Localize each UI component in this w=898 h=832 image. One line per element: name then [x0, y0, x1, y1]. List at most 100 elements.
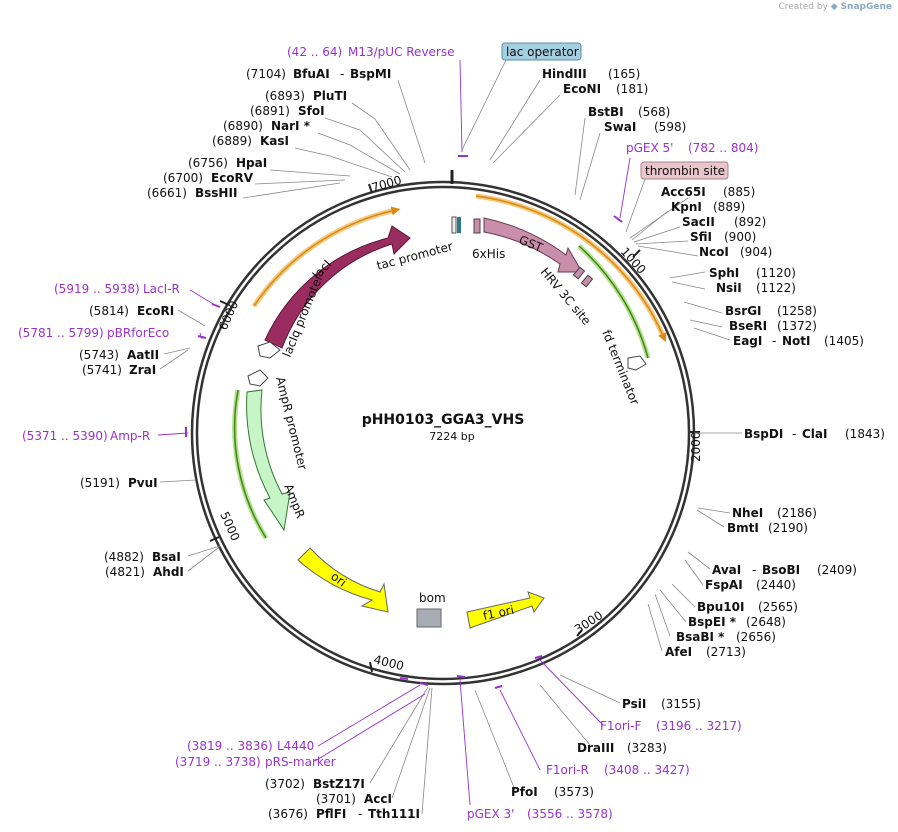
enzyme-pvui-pos: (5191): [80, 476, 120, 490]
primer-pbrfor-range[interactable]: (5781 .. 5799): [18, 326, 104, 340]
enzyme-bspei[interactable]: BspEI *: [688, 615, 737, 629]
enzyme-bsrgi[interactable]: BsrGI: [725, 304, 762, 318]
primer-pgex5-name[interactable]: pGEX 5': [626, 141, 673, 155]
feature-gst[interactable]: [483, 217, 583, 273]
thrombin-site-box[interactable]: [640, 161, 729, 180]
lac-operator-label: lac operator: [506, 45, 579, 59]
lac-operator-box[interactable]: [501, 42, 582, 61]
enzyme-noti[interactable]: NotI: [782, 334, 811, 348]
enzyme-hindiii[interactable]: HindIII: [542, 67, 587, 81]
enzyme-zrai[interactable]: ZraI: [129, 363, 156, 377]
enzyme-acc65i[interactable]: Acc65I: [661, 185, 706, 199]
primer-lacir-range[interactable]: (5919 .. 5938): [54, 282, 140, 296]
enzyme-psii[interactable]: PsiI: [622, 697, 646, 711]
enzyme-acci[interactable]: AccI: [364, 792, 392, 806]
feature-tac-promoter[interactable]: [451, 216, 457, 234]
enzyme-kasi-pos: (6889): [212, 134, 252, 148]
enzyme-zrai-pos: (5741): [82, 363, 122, 377]
enzyme-ecori[interactable]: EcoRI: [137, 304, 174, 318]
enzyme-sfii[interactable]: SfiI: [690, 230, 712, 244]
tick-2000: 2000: [689, 431, 703, 462]
enzyme-ecorv[interactable]: EcoRV: [211, 171, 254, 185]
enzyme-labels: (7104) BfuAI - BspMI (6893) PluTI (6891)…: [79, 67, 885, 821]
enzyme-bstz17i[interactable]: BstZ17I: [313, 777, 365, 791]
enzyme-econi[interactable]: EcoNI: [563, 82, 601, 96]
primer-m13-range[interactable]: (42 .. 64): [287, 45, 342, 59]
primer-f1orir-name[interactable]: F1ori-R: [546, 763, 589, 777]
feature-ampr[interactable]: [246, 389, 291, 532]
enzyme-bseri[interactable]: BseRI: [729, 319, 767, 333]
primer-l4440-name[interactable]: L4440: [277, 739, 314, 753]
enzyme-pflfi[interactable]: PflFI: [316, 807, 346, 821]
enzyme-nari-pos: (6890): [223, 119, 263, 133]
feature-fd-terminator[interactable]: [627, 355, 647, 371]
enzyme-bsai-pos: (4882): [104, 550, 144, 564]
enzyme-ecori-pos: (5814): [89, 304, 129, 318]
enzyme-nsii[interactable]: NsiI: [716, 281, 742, 295]
primer-pbrfor-name[interactable]: pBRforEco: [107, 326, 169, 340]
enzyme-bsobi[interactable]: BsoBI: [762, 563, 800, 577]
enzyme-bpu10i[interactable]: Bpu10I: [697, 600, 744, 614]
enzyme-sphi[interactable]: SphI: [709, 266, 739, 280]
feature-bom[interactable]: [416, 608, 442, 628]
enzyme-pvui[interactable]: PvuI: [128, 476, 158, 490]
feature-ampr-promoter[interactable]: [247, 369, 269, 387]
enzyme-ecorv-pos: (6700): [163, 171, 203, 185]
enzyme-avai-pos: (2409): [817, 563, 857, 577]
feature-ori[interactable]: [297, 547, 389, 613]
enzyme-pfoi[interactable]: PfoI: [511, 785, 538, 799]
primer-f1orif-range[interactable]: (3196 .. 3217): [656, 719, 742, 733]
primer-prs-name[interactable]: pRS-marker: [265, 755, 336, 769]
enzyme-draiii[interactable]: DraIII: [577, 741, 614, 755]
enzyme-bsshii[interactable]: BssHII: [195, 186, 237, 200]
enzyme-pfoi-pos: (3573): [554, 785, 594, 799]
snapgene-credit: Created by ◆ SnapGene: [778, 2, 892, 12]
enzyme-kpni[interactable]: KpnI: [671, 200, 702, 214]
enzyme-sfoi[interactable]: SfoI: [298, 104, 325, 118]
enzyme-nsii-pos: (1122): [756, 281, 796, 295]
enzyme-nhei[interactable]: NheI: [732, 506, 763, 520]
enzyme-nari[interactable]: NarI *: [271, 119, 311, 133]
feature-6xhis[interactable]: [473, 218, 481, 234]
primer-pgex5-range[interactable]: (782 .. 804): [688, 141, 758, 155]
enzyme-eagi[interactable]: EagI: [733, 334, 762, 348]
enzyme-tth111i[interactable]: Tth111I: [368, 807, 420, 821]
enzyme-afei-pos: (2713): [706, 645, 746, 659]
enzyme-hpai[interactable]: HpaI: [236, 156, 267, 170]
enzyme-pluti[interactable]: PluTI: [313, 89, 347, 103]
enzyme-avai[interactable]: AvaI: [712, 563, 741, 577]
primer-m13-name[interactable]: M13/pUC Reverse: [348, 45, 455, 59]
enzyme-aatii[interactable]: AatII: [127, 348, 159, 362]
primer-ampr-range[interactable]: (5371 .. 5390): [22, 429, 108, 443]
primer-f1orif-name[interactable]: F1ori-F: [600, 719, 641, 733]
enzyme-ncoi[interactable]: NcoI: [699, 245, 729, 259]
enzyme-fspai[interactable]: FspAI: [705, 578, 743, 592]
primer-l4440-range[interactable]: (3819 .. 3836): [187, 739, 273, 753]
enzyme-swai[interactable]: SwaI: [604, 120, 636, 134]
primer-pgex3-range[interactable]: (3556 .. 3578): [527, 807, 613, 821]
enzyme-clai[interactable]: ClaI: [802, 427, 827, 441]
plasmid-size: 7224 bp: [429, 430, 474, 443]
enzyme-bstbi[interactable]: BstBI: [588, 105, 624, 119]
feature-laci[interactable]: [264, 225, 411, 349]
enzyme-sacii[interactable]: SacII: [682, 215, 715, 229]
enzyme-bsabi[interactable]: BsaBI *: [676, 630, 725, 644]
enzyme-bfuai[interactable]: BfuAI: [293, 67, 330, 81]
enzyme-kasi[interactable]: KasI: [260, 134, 289, 148]
feature-hrv[interactable]: [572, 266, 586, 280]
feature-laciq-promoter[interactable]: [257, 341, 281, 359]
primer-prs-range[interactable]: (3719 .. 3738): [175, 755, 261, 769]
enzyme-bmti[interactable]: BmtI: [727, 521, 759, 535]
primer-lacir-name[interactable]: LacI-R: [143, 282, 180, 296]
feature-f1ori[interactable]: [466, 591, 545, 629]
primer-pgex3-name[interactable]: pGEX 3': [467, 807, 514, 821]
enzyme-ahdi[interactable]: AhdI: [153, 565, 184, 579]
enzyme-afei[interactable]: AfeI: [665, 645, 692, 659]
enzyme-bspdi-sep: -: [792, 427, 796, 441]
enzyme-bsai[interactable]: BsaI: [152, 550, 181, 564]
enzyme-kpni-pos: (889): [713, 200, 745, 214]
primer-f1orir-range[interactable]: (3408 .. 3427): [604, 763, 690, 777]
primer-ampr-name[interactable]: Amp-R: [110, 429, 150, 443]
enzyme-bspmi[interactable]: BspMI: [350, 67, 391, 81]
enzyme-bspdi[interactable]: BspDI: [744, 427, 783, 441]
